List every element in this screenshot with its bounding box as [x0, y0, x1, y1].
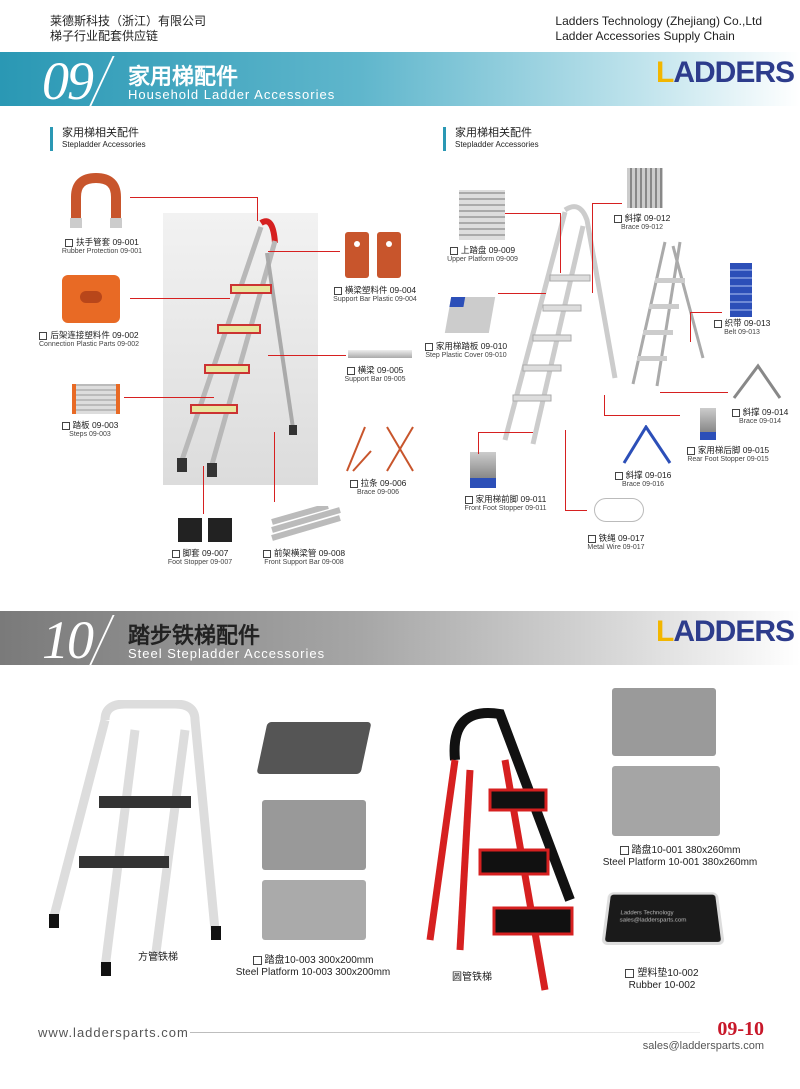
callout-line	[565, 430, 566, 510]
section-subtitle: Steel Stepladder Accessories	[128, 646, 326, 661]
front-foot-image	[470, 452, 496, 488]
callout-line	[268, 355, 346, 356]
brace-image	[343, 425, 415, 473]
support-bar-plastic-image	[343, 230, 405, 280]
callout-line	[498, 293, 546, 294]
header-cn: 莱德斯科技（浙江）有限公司 梯子行业配套供应链	[50, 14, 206, 44]
label-ladder-round: 圆管铁梯	[452, 972, 492, 983]
small-ladder-image	[625, 238, 705, 388]
step-cover-image	[444, 297, 496, 333]
callout-line	[604, 415, 680, 416]
callout-line	[124, 397, 214, 398]
pad-text-1: Ladders Technology	[620, 910, 674, 917]
belt-image	[730, 263, 752, 317]
callout-line	[274, 432, 275, 502]
section-subtitle: Household Ladder Accessories	[128, 87, 336, 102]
callout-line	[505, 213, 560, 214]
footer-email[interactable]: sales@laddersparts.com	[642, 1040, 764, 1052]
footer-url[interactable]: www.laddersparts.com	[38, 1025, 189, 1040]
aluminum-ladder-photo	[163, 213, 318, 485]
company-en: Ladders Technology (Zhejiang) Co.,Ltd	[555, 14, 762, 28]
header-en: Ladders Technology (Zhejiang) Co.,Ltd La…	[555, 14, 762, 44]
connection-plastic-image	[62, 275, 120, 323]
front-support-bar-image	[268, 503, 344, 542]
square-tube-ladder-image	[45, 699, 225, 980]
household-ladder-image	[495, 200, 620, 445]
pad-text-2: sales@laddersparts.com	[619, 917, 687, 924]
upper-platform-image	[459, 190, 505, 240]
callout-line	[690, 312, 691, 342]
brace-016-image	[620, 424, 674, 465]
section-title: 家用梯配件	[128, 64, 239, 89]
callout-line	[565, 510, 587, 511]
callout-line	[130, 197, 258, 198]
callout-line	[130, 298, 230, 299]
rear-foot-image	[700, 408, 716, 440]
callout-line	[257, 197, 258, 221]
section-09-banner: 09 家用梯配件 Household Ladder Accessories	[0, 51, 800, 111]
callout-line	[560, 213, 561, 273]
tagline-cn: 梯子行业配套供应链	[50, 29, 159, 43]
callout-line	[690, 312, 722, 313]
steps-image	[72, 384, 120, 414]
tagline-en: Ladder Accessories Supply Chain	[555, 29, 735, 43]
platform-10-001-image	[612, 688, 716, 756]
callout-line	[604, 395, 605, 415]
callout-line	[660, 392, 728, 393]
platform-10-003-image	[262, 800, 366, 870]
foot-stopper-image	[176, 516, 236, 544]
section-10-banner: 10 踏步铁梯配件 Steel Stepladder Accessories	[0, 610, 800, 670]
platform-10-003-back-image	[262, 880, 366, 940]
callout-line	[592, 203, 593, 293]
callout-line	[478, 432, 479, 454]
callout-line	[478, 432, 533, 433]
section-number: 09	[42, 51, 94, 111]
metal-wire-image	[594, 498, 644, 522]
footer-divider	[190, 1032, 700, 1033]
tray-image	[256, 722, 372, 774]
platform-10-001-back-image	[612, 766, 720, 836]
ladders-logo: LADDERS	[656, 615, 795, 648]
subsection-right: 家用梯相关配件 Stepladder Accessories	[443, 127, 539, 151]
callout-line	[203, 466, 204, 514]
page-number: 09-10	[717, 1018, 764, 1040]
ladders-logo: LADDERS	[656, 56, 795, 89]
brace-012-image	[627, 168, 663, 208]
support-bar-image	[348, 350, 412, 358]
company-cn: 莱德斯科技（浙江）有限公司	[50, 14, 207, 28]
callout-line	[268, 251, 340, 252]
subsection-left: 家用梯相关配件 Stepladder Accessories	[50, 127, 146, 151]
section-title: 踏步铁梯配件	[128, 623, 261, 648]
section-number: 10	[42, 610, 94, 670]
rubber-protection-image	[64, 172, 128, 230]
round-tube-ladder-image	[420, 700, 590, 1000]
callout-line	[592, 203, 622, 204]
brace-014-image	[730, 362, 790, 402]
label-ladder-square: 方管铁梯	[138, 952, 178, 963]
